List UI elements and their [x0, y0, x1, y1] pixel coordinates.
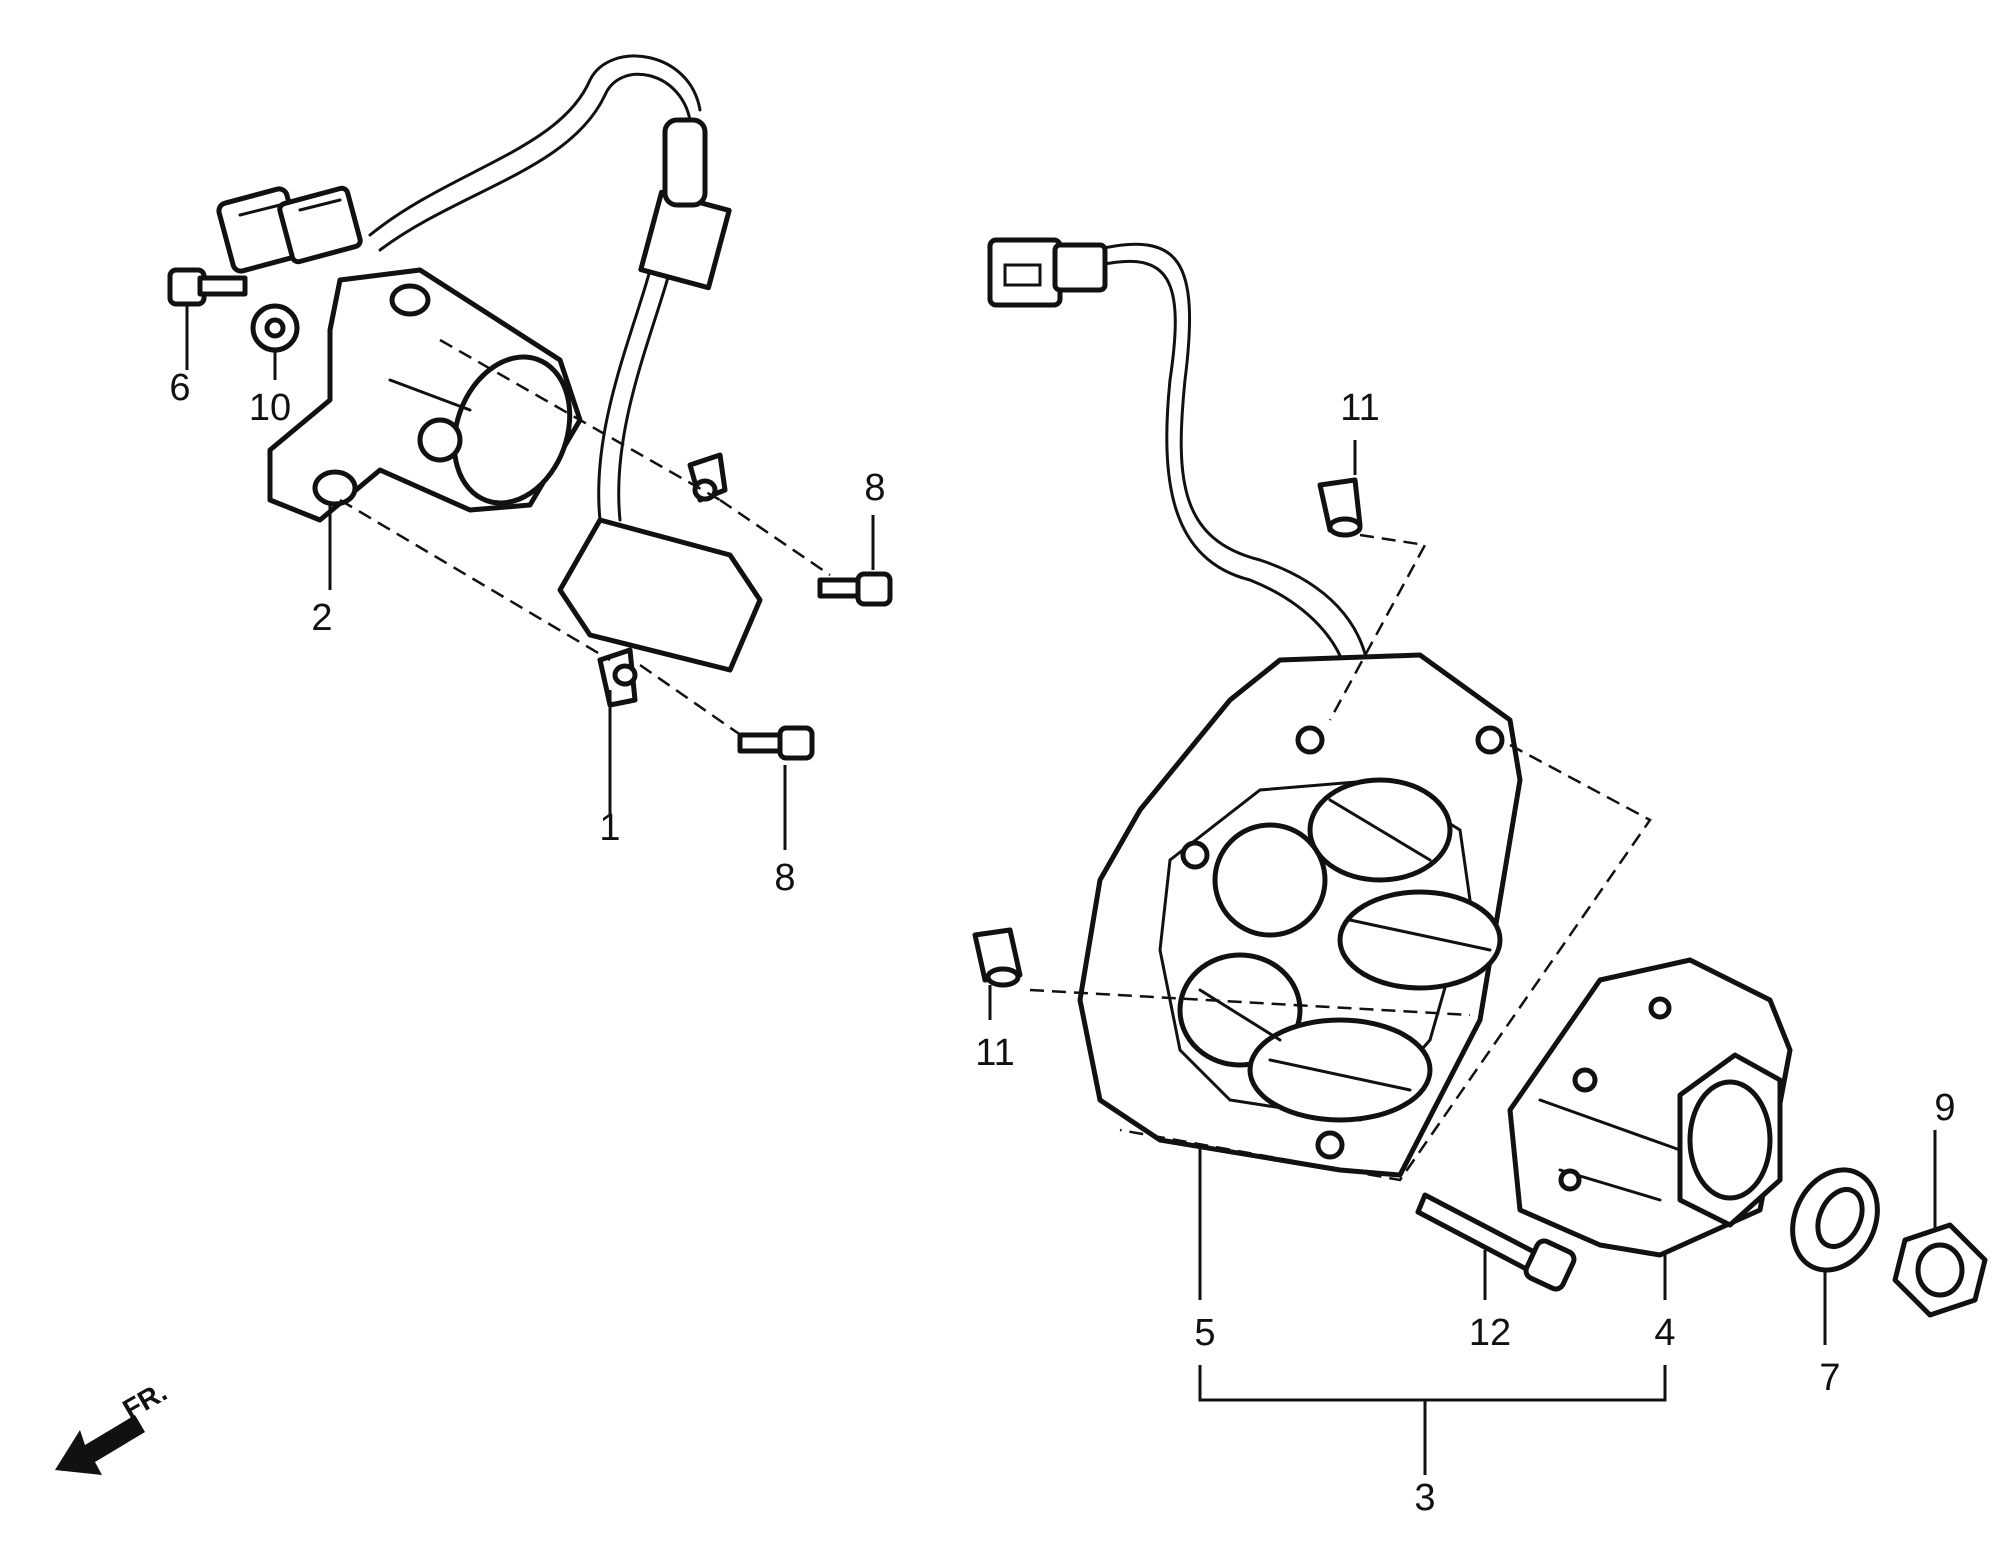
- stator-icon: [1077, 652, 1523, 1178]
- harness-wire-down-2: [617, 248, 677, 522]
- bracket-3: [1198, 1365, 1667, 1402]
- callout-4: 4: [1654, 1312, 1675, 1354]
- callout-5: 5: [1194, 1312, 1215, 1354]
- wire-sleeve-icon: [662, 117, 708, 208]
- front-label: FR.: [118, 1376, 173, 1425]
- nut-icon: [1892, 1222, 1988, 1318]
- dashed-align-2: [439, 338, 721, 502]
- flywheel-rotor-icon: [1507, 957, 1793, 1258]
- callout-6: 6: [169, 367, 190, 409]
- callout-12: 12: [1469, 1312, 1511, 1354]
- callout-9: 9: [1934, 1087, 1955, 1129]
- dowel-pin-icon: [1317, 477, 1363, 538]
- callout-7: 7: [1819, 1357, 1840, 1399]
- callout-11-lower: 11: [975, 1032, 1014, 1074]
- pulse-generator-harness: [216, 54, 732, 522]
- pulse-generator-icon: [557, 452, 763, 708]
- dashed-align-dowel: [1029, 988, 1471, 1017]
- dowel-pin-icon: [972, 927, 1023, 988]
- stator-harness: [987, 237, 1372, 702]
- bolt-icon: [737, 725, 815, 761]
- washer-icon: [1790, 1167, 1880, 1273]
- dashed-align-1: [339, 498, 611, 662]
- bracket-icon: [267, 267, 583, 523]
- dashed-align-3: [719, 498, 831, 577]
- bolt-icon: [1415, 1192, 1577, 1292]
- harness-wire-lower: [378, 72, 692, 252]
- washer-icon: [250, 303, 300, 353]
- bolt-icon: [817, 571, 893, 607]
- harness-wire-upper: [368, 54, 702, 237]
- callout-8-lower: 8: [774, 857, 795, 899]
- callout-1: 1: [599, 807, 620, 849]
- dashed-align-dowel-top: [1328, 533, 1427, 721]
- front-arrow-icon: [55, 1415, 145, 1475]
- harness-wire-down: [597, 248, 657, 522]
- callout-2: 2: [311, 597, 332, 639]
- callout-10: 10: [249, 387, 291, 429]
- connector-icon: [987, 237, 1108, 308]
- coil-icon: [1212, 822, 1328, 938]
- dashed-align-4: [639, 663, 746, 740]
- bolt-icon: [167, 267, 248, 307]
- coil-icon: [1337, 889, 1503, 991]
- callout-3: 3: [1414, 1477, 1435, 1519]
- callout-11-upper: 11: [1340, 387, 1379, 429]
- callout-8-upper: 8: [864, 467, 885, 509]
- connector-icon: [216, 185, 363, 274]
- coil-icon: [1247, 1017, 1433, 1123]
- dashed-box-stator: [1119, 743, 1652, 1182]
